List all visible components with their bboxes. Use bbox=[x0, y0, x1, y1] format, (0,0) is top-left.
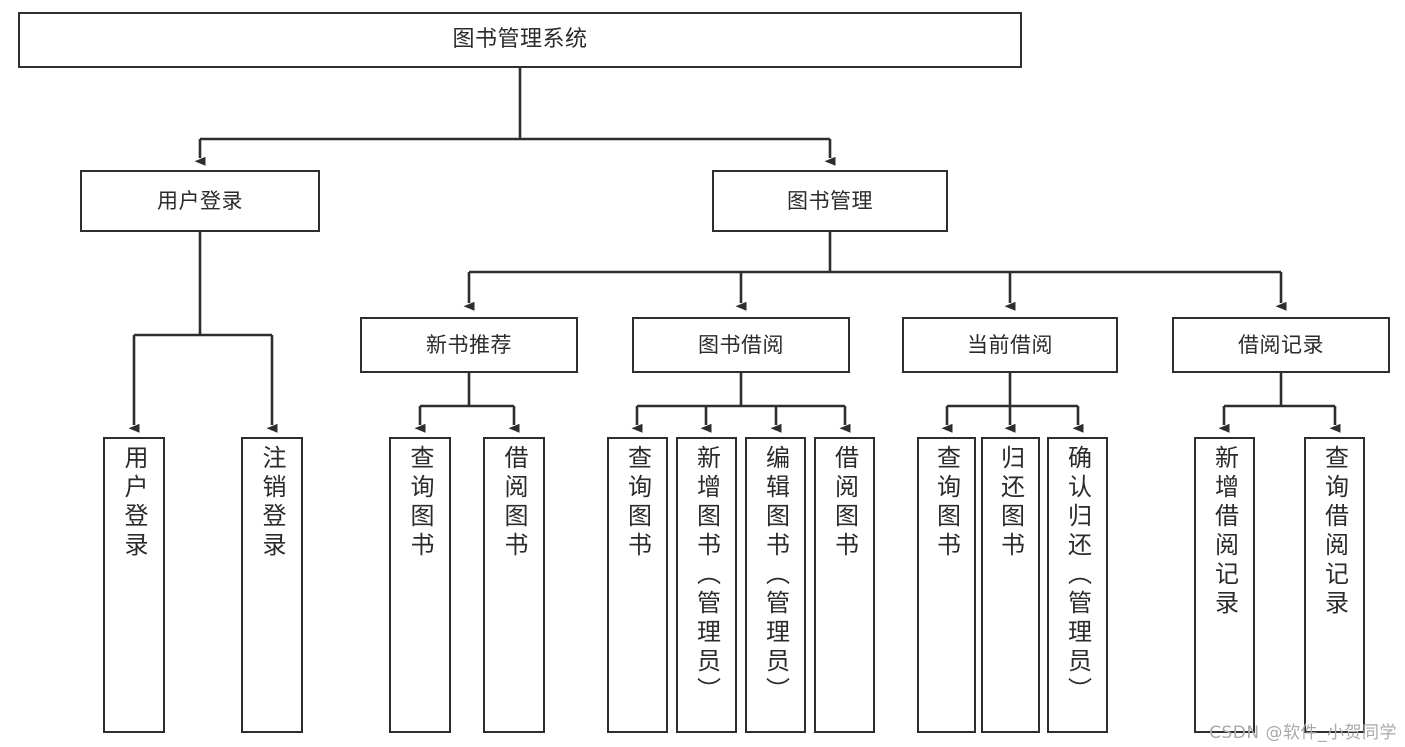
node-leaf-return-book[interactable]: 归还图书 bbox=[981, 437, 1040, 733]
node-leaf-return-book-label: 归还图书 bbox=[996, 445, 1025, 561]
node-user-login[interactable]: 用户登录 bbox=[80, 170, 320, 232]
node-leaf-query-book-1-label: 查询图书 bbox=[406, 445, 434, 561]
node-book-borrow-label: 图书借阅 bbox=[698, 332, 784, 357]
node-book-manage[interactable]: 图书管理 bbox=[712, 170, 948, 232]
node-leaf-edit-book-label: 编辑图书（管理员） bbox=[761, 445, 790, 706]
node-leaf-query-book-3-label: 查询图书 bbox=[932, 445, 961, 561]
node-leaf-query-book-2[interactable]: 查询图书 bbox=[607, 437, 668, 733]
node-leaf-query-record[interactable]: 查询借阅记录 bbox=[1304, 437, 1365, 733]
node-leaf-query-book-1[interactable]: 查询图书 bbox=[389, 437, 451, 733]
node-leaf-confirm-return[interactable]: 确认归还（管理员） bbox=[1047, 437, 1108, 733]
node-leaf-confirm-return-label: 确认归还（管理员） bbox=[1063, 445, 1092, 706]
node-current-borrow-label: 当前借阅 bbox=[967, 332, 1053, 357]
node-leaf-add-book-label: 新增图书（管理员） bbox=[692, 445, 721, 706]
csdn-watermark: CSDN @软件_小贺同学 bbox=[1209, 723, 1397, 743]
node-new-book-rec[interactable]: 新书推荐 bbox=[360, 317, 578, 373]
node-user-login-label: 用户登录 bbox=[157, 188, 243, 213]
node-leaf-user-login-label: 用户登录 bbox=[120, 445, 148, 561]
node-borrow-record[interactable]: 借阅记录 bbox=[1172, 317, 1390, 373]
node-leaf-query-book-2-label: 查询图书 bbox=[623, 445, 652, 561]
node-leaf-edit-book[interactable]: 编辑图书（管理员） bbox=[745, 437, 806, 733]
node-leaf-query-book-3[interactable]: 查询图书 bbox=[917, 437, 976, 733]
node-book-borrow[interactable]: 图书借阅 bbox=[632, 317, 850, 373]
node-leaf-user-logout-label: 注销登录 bbox=[258, 445, 286, 561]
node-root[interactable]: 图书管理系统 bbox=[18, 12, 1022, 68]
node-leaf-query-record-label: 查询借阅记录 bbox=[1320, 445, 1349, 619]
node-leaf-borrow-book-2[interactable]: 借阅图书 bbox=[814, 437, 875, 733]
node-borrow-record-label: 借阅记录 bbox=[1238, 332, 1324, 357]
node-new-book-rec-label: 新书推荐 bbox=[426, 332, 512, 357]
node-leaf-add-book[interactable]: 新增图书（管理员） bbox=[676, 437, 737, 733]
node-leaf-user-logout[interactable]: 注销登录 bbox=[241, 437, 303, 733]
node-leaf-borrow-book-1[interactable]: 借阅图书 bbox=[483, 437, 545, 733]
node-leaf-add-record-label: 新增借阅记录 bbox=[1210, 445, 1239, 619]
node-book-manage-label: 图书管理 bbox=[787, 188, 873, 213]
node-leaf-user-login[interactable]: 用户登录 bbox=[103, 437, 165, 733]
node-leaf-add-record[interactable]: 新增借阅记录 bbox=[1194, 437, 1255, 733]
node-current-borrow[interactable]: 当前借阅 bbox=[902, 317, 1118, 373]
node-leaf-borrow-book-2-label: 借阅图书 bbox=[830, 445, 859, 561]
node-root-label: 图书管理系统 bbox=[452, 27, 588, 53]
node-leaf-borrow-book-1-label: 借阅图书 bbox=[500, 445, 528, 561]
